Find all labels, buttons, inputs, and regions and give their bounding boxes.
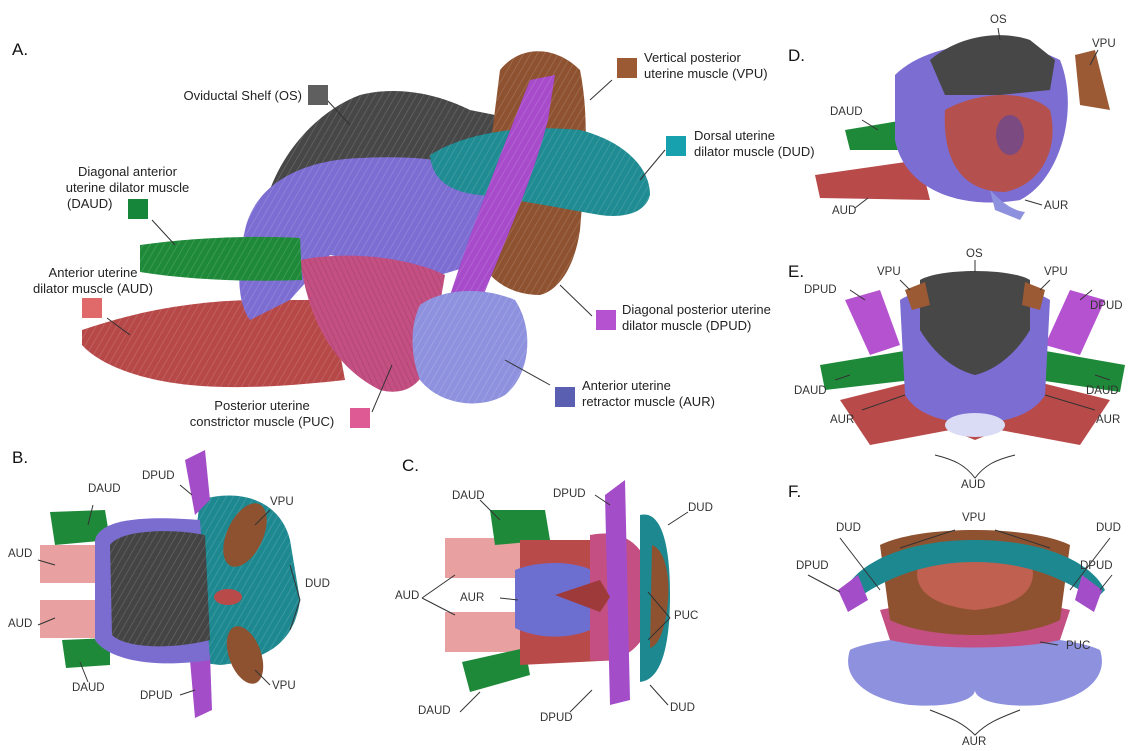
dpud-c	[605, 480, 630, 705]
legend-puc-label: Posterior uterine constrictor muscle (PU…	[172, 398, 352, 430]
panel-e-illustration	[820, 271, 1125, 445]
c-label-aur: AUR	[460, 592, 484, 604]
legend-os-swatch	[308, 85, 328, 105]
legend-vpu-line-2: uterine muscle (VPU)	[644, 66, 794, 82]
e-label-dpud-right: DPUD	[1090, 300, 1123, 312]
dark-patch-d	[996, 115, 1024, 155]
c-label-daud-top: DAUD	[452, 490, 485, 502]
panel-letter-c: C.	[402, 456, 419, 476]
legend-aur-label: Anterior uterine retractor muscle (AUR)	[582, 378, 742, 410]
panel-f-illustration	[838, 530, 1105, 706]
panel-a-illustration	[82, 51, 650, 403]
legend-puc-line-1: Posterior uterine	[172, 398, 352, 414]
red-center-b	[214, 589, 242, 605]
d-label-aur: AUR	[1044, 200, 1068, 212]
b-label-daud-bottom: DAUD	[72, 682, 105, 694]
f-label-vpu: VPU	[962, 512, 986, 524]
f-label-dud-left: DUD	[836, 522, 861, 534]
legend-aud-line-1: Anterior uterine	[18, 265, 168, 281]
b-label-vpu-top: VPU	[270, 496, 294, 508]
legend-dpud-label: Diagonal posterior uterine dilator muscl…	[622, 302, 802, 334]
vpu-d	[1075, 50, 1110, 110]
legend-daud-swatch	[128, 199, 148, 219]
e-label-vpu-right: VPU	[1044, 266, 1068, 278]
b-label-dud: DUD	[305, 578, 330, 590]
panel-letter-f: F.	[788, 482, 801, 502]
c-label-puc: PUC	[674, 610, 698, 622]
legend-dpud-swatch	[596, 310, 616, 330]
f-label-dud-right: DUD	[1096, 522, 1121, 534]
legend-daud-line-2: uterine dilator muscle	[55, 180, 200, 196]
b-label-dpud-bottom: DPUD	[140, 690, 173, 702]
c-label-dud-bottom: DUD	[670, 702, 695, 714]
e-label-aur-right: AUR	[1096, 414, 1120, 426]
d-label-vpu: VPU	[1092, 38, 1116, 50]
e-label-daud-right: DAUD	[1086, 385, 1119, 397]
b-label-aud-bottom: AUD	[8, 618, 32, 630]
legend-os-line-1: Oviductal Shelf (OS)	[184, 88, 303, 103]
dpud-bottom-b	[190, 655, 212, 718]
legend-dud-line-1: Dorsal uterine	[694, 128, 824, 144]
legend-os-label: Oviductal Shelf (OS)	[140, 88, 302, 104]
f-label-dpud-left: DPUD	[796, 560, 829, 572]
panel-d-illustration	[815, 35, 1110, 220]
e-label-vpu-left: VPU	[877, 266, 901, 278]
panel-letter-a: A.	[12, 40, 28, 60]
c-label-daud-bottom: DAUD	[418, 705, 451, 717]
os-d	[930, 35, 1055, 95]
legend-aud-line-2: dilator muscle (AUD)	[18, 281, 168, 297]
daud-upper-c	[490, 510, 550, 545]
aur-light-e	[945, 413, 1005, 437]
e-label-aud: AUD	[961, 479, 985, 491]
dpud-left-e	[845, 290, 900, 355]
c-label-dud-top: DUD	[688, 502, 713, 514]
daud-lower-c	[462, 648, 530, 692]
panel-letter-b: B.	[12, 448, 28, 468]
f-label-dpud-right: DPUD	[1080, 560, 1113, 572]
f-label-aur: AUR	[962, 736, 986, 748]
b-label-aud-top: AUD	[8, 548, 32, 560]
legend-dud-label: Dorsal uterine dilator muscle (DUD)	[694, 128, 824, 160]
b-label-dpud-top: DPUD	[142, 470, 175, 482]
b-label-daud: DAUD	[88, 483, 121, 495]
aud-muscle-a-tex	[82, 300, 345, 387]
e-label-aur-left: AUR	[830, 414, 854, 426]
daud-left-e	[820, 350, 912, 390]
c-label-aud: AUD	[395, 590, 419, 602]
panel-letter-e: E.	[788, 262, 804, 282]
legend-dud-swatch	[666, 136, 686, 156]
panel-b-illustration	[40, 450, 300, 718]
aur-muscle-a-tex	[413, 291, 528, 403]
legend-dpud-line-2: dilator muscle (DPUD)	[622, 318, 802, 334]
b-label-vpu-bottom: VPU	[272, 680, 296, 692]
e-label-os: OS	[966, 248, 983, 260]
legend-aur-swatch	[555, 387, 575, 407]
d-label-aud: AUD	[832, 205, 856, 217]
legend-daud-line-1: Diagonal anterior	[55, 164, 200, 180]
os-b-tex	[110, 531, 210, 646]
d-label-os: OS	[990, 14, 1007, 26]
c-label-dpud-top: DPUD	[553, 488, 586, 500]
legend-aud-label: Anterior uterine dilator muscle (AUD)	[18, 265, 168, 297]
legend-aur-line-1: Anterior uterine	[582, 378, 742, 394]
legend-vpu-line-1: Vertical posterior	[644, 50, 794, 66]
legend-vpu-label: Vertical posterior uterine muscle (VPU)	[644, 50, 794, 82]
legend-puc-swatch	[350, 408, 370, 428]
d-label-daud: DAUD	[830, 106, 863, 118]
legend-vpu-swatch	[617, 58, 637, 78]
legend-aud-swatch	[82, 298, 102, 318]
legend-puc-line-2: constrictor muscle (PUC)	[172, 414, 352, 430]
f-label-puc: PUC	[1066, 640, 1090, 652]
e-label-dpud-left: DPUD	[804, 284, 837, 296]
legend-dpud-line-1: Diagonal posterior uterine	[622, 302, 802, 318]
e-label-daud-left: DAUD	[794, 385, 827, 397]
legend-dud-line-2: dilator muscle (DUD)	[694, 144, 824, 160]
legend-aur-line-2: retractor muscle (AUR)	[582, 394, 742, 410]
c-label-dpud-bottom: DPUD	[540, 712, 573, 724]
